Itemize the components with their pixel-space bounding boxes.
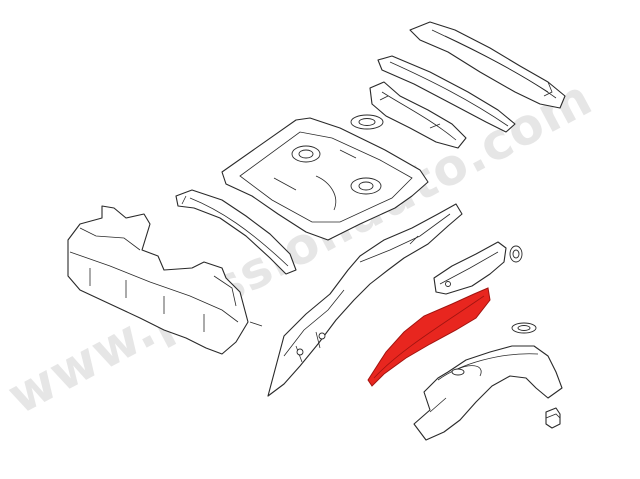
rear-wheel-arch-part: [413, 345, 563, 441]
left-rear-rail-part: [175, 189, 297, 275]
rear-upper-frame-part: [369, 81, 467, 149]
small-washer-part: [509, 245, 523, 263]
reinforcement-bracket-part: [433, 241, 507, 295]
upper-cross-member-part: [377, 55, 516, 133]
rear-floor-pan-part: [221, 117, 429, 241]
rear-parcel-shelf-part: [409, 21, 566, 109]
wheel-arch-inner-highlighted-part: [367, 287, 491, 387]
floor-washer-part: [350, 114, 384, 130]
small-bracket-part: [545, 407, 561, 429]
arch-washer-part: [511, 322, 537, 334]
right-inner-side-panel-part: [267, 203, 463, 397]
front-floor-cross-member-part: [67, 205, 263, 355]
